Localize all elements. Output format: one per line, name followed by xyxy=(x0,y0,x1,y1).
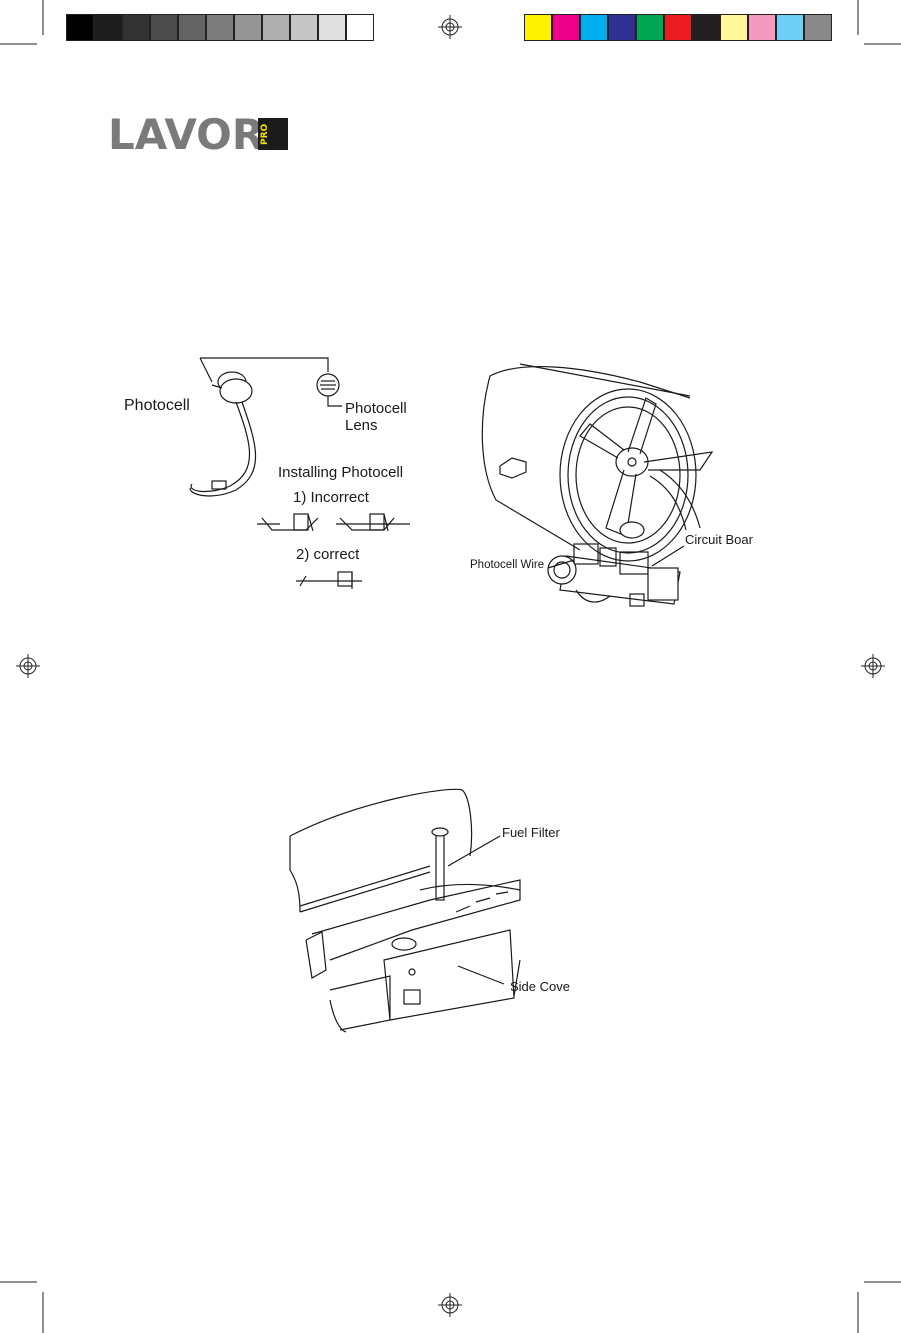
fuel-filter-label: Fuel Filter xyxy=(502,826,560,840)
side-cover-label: Side Cove xyxy=(510,980,570,994)
